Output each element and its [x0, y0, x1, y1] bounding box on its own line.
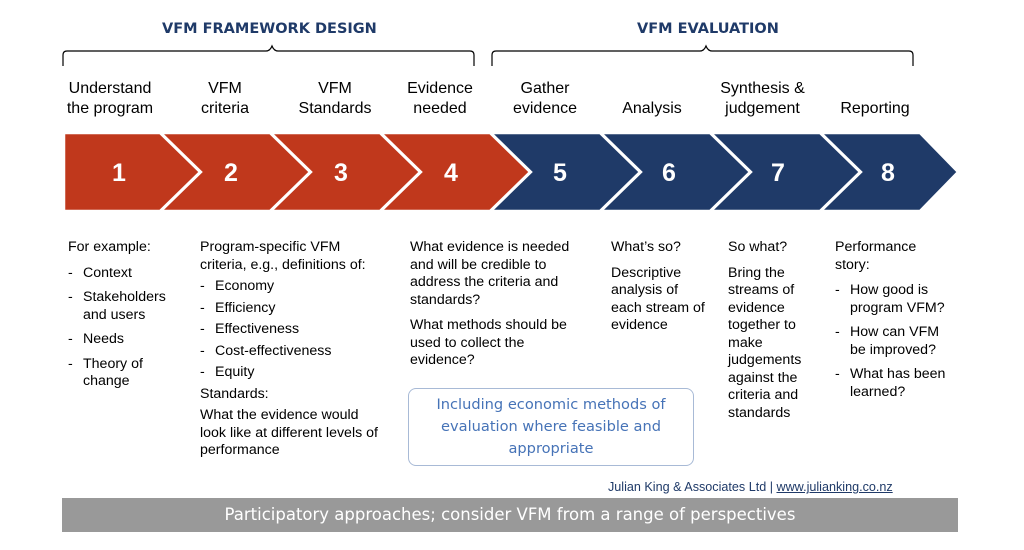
- col1-item-theory: Theory of change: [68, 356, 186, 391]
- col2-item-equity: Equity: [200, 364, 380, 382]
- col2-item-efficiency: Efficiency: [200, 300, 380, 318]
- col5-text: Bring the streams of evidence together t…: [728, 264, 802, 421]
- col1-intro: For example:: [68, 239, 151, 255]
- col2-intro: Program-specific VFM criteria, e.g., def…: [200, 239, 366, 273]
- framework-design-title: VFM FRAMEWORK DESIGN: [162, 21, 377, 37]
- step-label-6: Analysis: [622, 100, 682, 117]
- step-label-3: VFM Standards: [298, 80, 372, 117]
- step-label-8: Reporting: [840, 100, 910, 117]
- col2-item-effectiveness: Effectiveness: [200, 321, 380, 339]
- col6-item-learned: What has been learned?: [835, 366, 962, 401]
- col2-item-cost-effectiveness: Cost-effectiveness: [200, 343, 380, 361]
- col1-item-context: Context: [68, 265, 186, 283]
- col5-heading: So what?: [728, 239, 788, 255]
- col2-standards-heading: Standards:: [200, 385, 269, 402]
- credit-website-link[interactable]: www.julianking.co.nz: [776, 480, 893, 494]
- callout-text: Including economic methods of evaluation…: [436, 396, 666, 457]
- step-label-1: Understand the program: [66, 80, 154, 117]
- participatory-banner: Participatory approaches; consider VFM f…: [62, 498, 958, 532]
- chevron-step-8: [817, 133, 960, 213]
- col4-heading: What’s so?: [611, 239, 681, 255]
- step-number-8: 8: [881, 159, 895, 187]
- step-number-5: 5: [553, 159, 567, 187]
- step-number-1: 1: [112, 159, 126, 187]
- credit-line: Julian King & Associates Ltd | www.julia…: [608, 480, 893, 494]
- col2-item-economy: Economy: [200, 278, 380, 296]
- col6-item-how-improve: How can VFM be improved?: [835, 324, 954, 359]
- col6-intro: Performance story:: [835, 239, 917, 273]
- col1-item-needs: Needs: [68, 331, 186, 349]
- step-number-2: 2: [224, 159, 238, 187]
- framework-design-bracket: [62, 44, 475, 66]
- process-chevrons: 1 2 3 4 5 6 7 8: [62, 133, 960, 213]
- description-step-4: What evidence is needed and will be cred…: [410, 239, 592, 370]
- col3-question-2: What methods should be used to collect t…: [410, 317, 567, 368]
- credit-company: Julian King & Associates Ltd |: [608, 480, 777, 494]
- col6-item-how-good: How good is program VFM?: [835, 282, 960, 317]
- description-step-2-3: Program-specific VFM criteria, e.g., def…: [200, 239, 380, 460]
- col3-question-1: What evidence is needed and will be cred…: [410, 239, 570, 308]
- description-step-1: For example: Context Stakeholders and us…: [68, 239, 186, 391]
- step-label-7: Synthesis & judgement: [720, 80, 805, 117]
- step-label-4: Evidence needed: [407, 80, 473, 117]
- section-brackets: [62, 44, 914, 66]
- evaluation-title: VFM EVALUATION: [637, 21, 779, 37]
- evaluation-bracket: [491, 44, 914, 66]
- step-number-6: 6: [662, 159, 676, 187]
- col4-text: Descriptive analysis of each stream of e…: [611, 264, 705, 334]
- description-step-8: Performance story: How good is program V…: [835, 239, 960, 401]
- economic-methods-callout: Including economic methods of evaluation…: [408, 388, 694, 466]
- step-label-2: VFM criteria: [200, 80, 249, 117]
- step-label-5: Gather evidence: [512, 80, 578, 117]
- step-number-3: 3: [334, 159, 348, 187]
- step-number-7: 7: [771, 159, 785, 187]
- col2-standards-text: What the evidence would look like at dif…: [200, 407, 378, 458]
- description-step-6: What’s so? Descriptive analysis of each …: [611, 239, 709, 335]
- col1-item-stakeholders: Stakeholders and users: [68, 289, 186, 324]
- step-number-4: 4: [444, 159, 458, 187]
- description-step-7: So what? Bring the streams of evidence t…: [728, 239, 808, 422]
